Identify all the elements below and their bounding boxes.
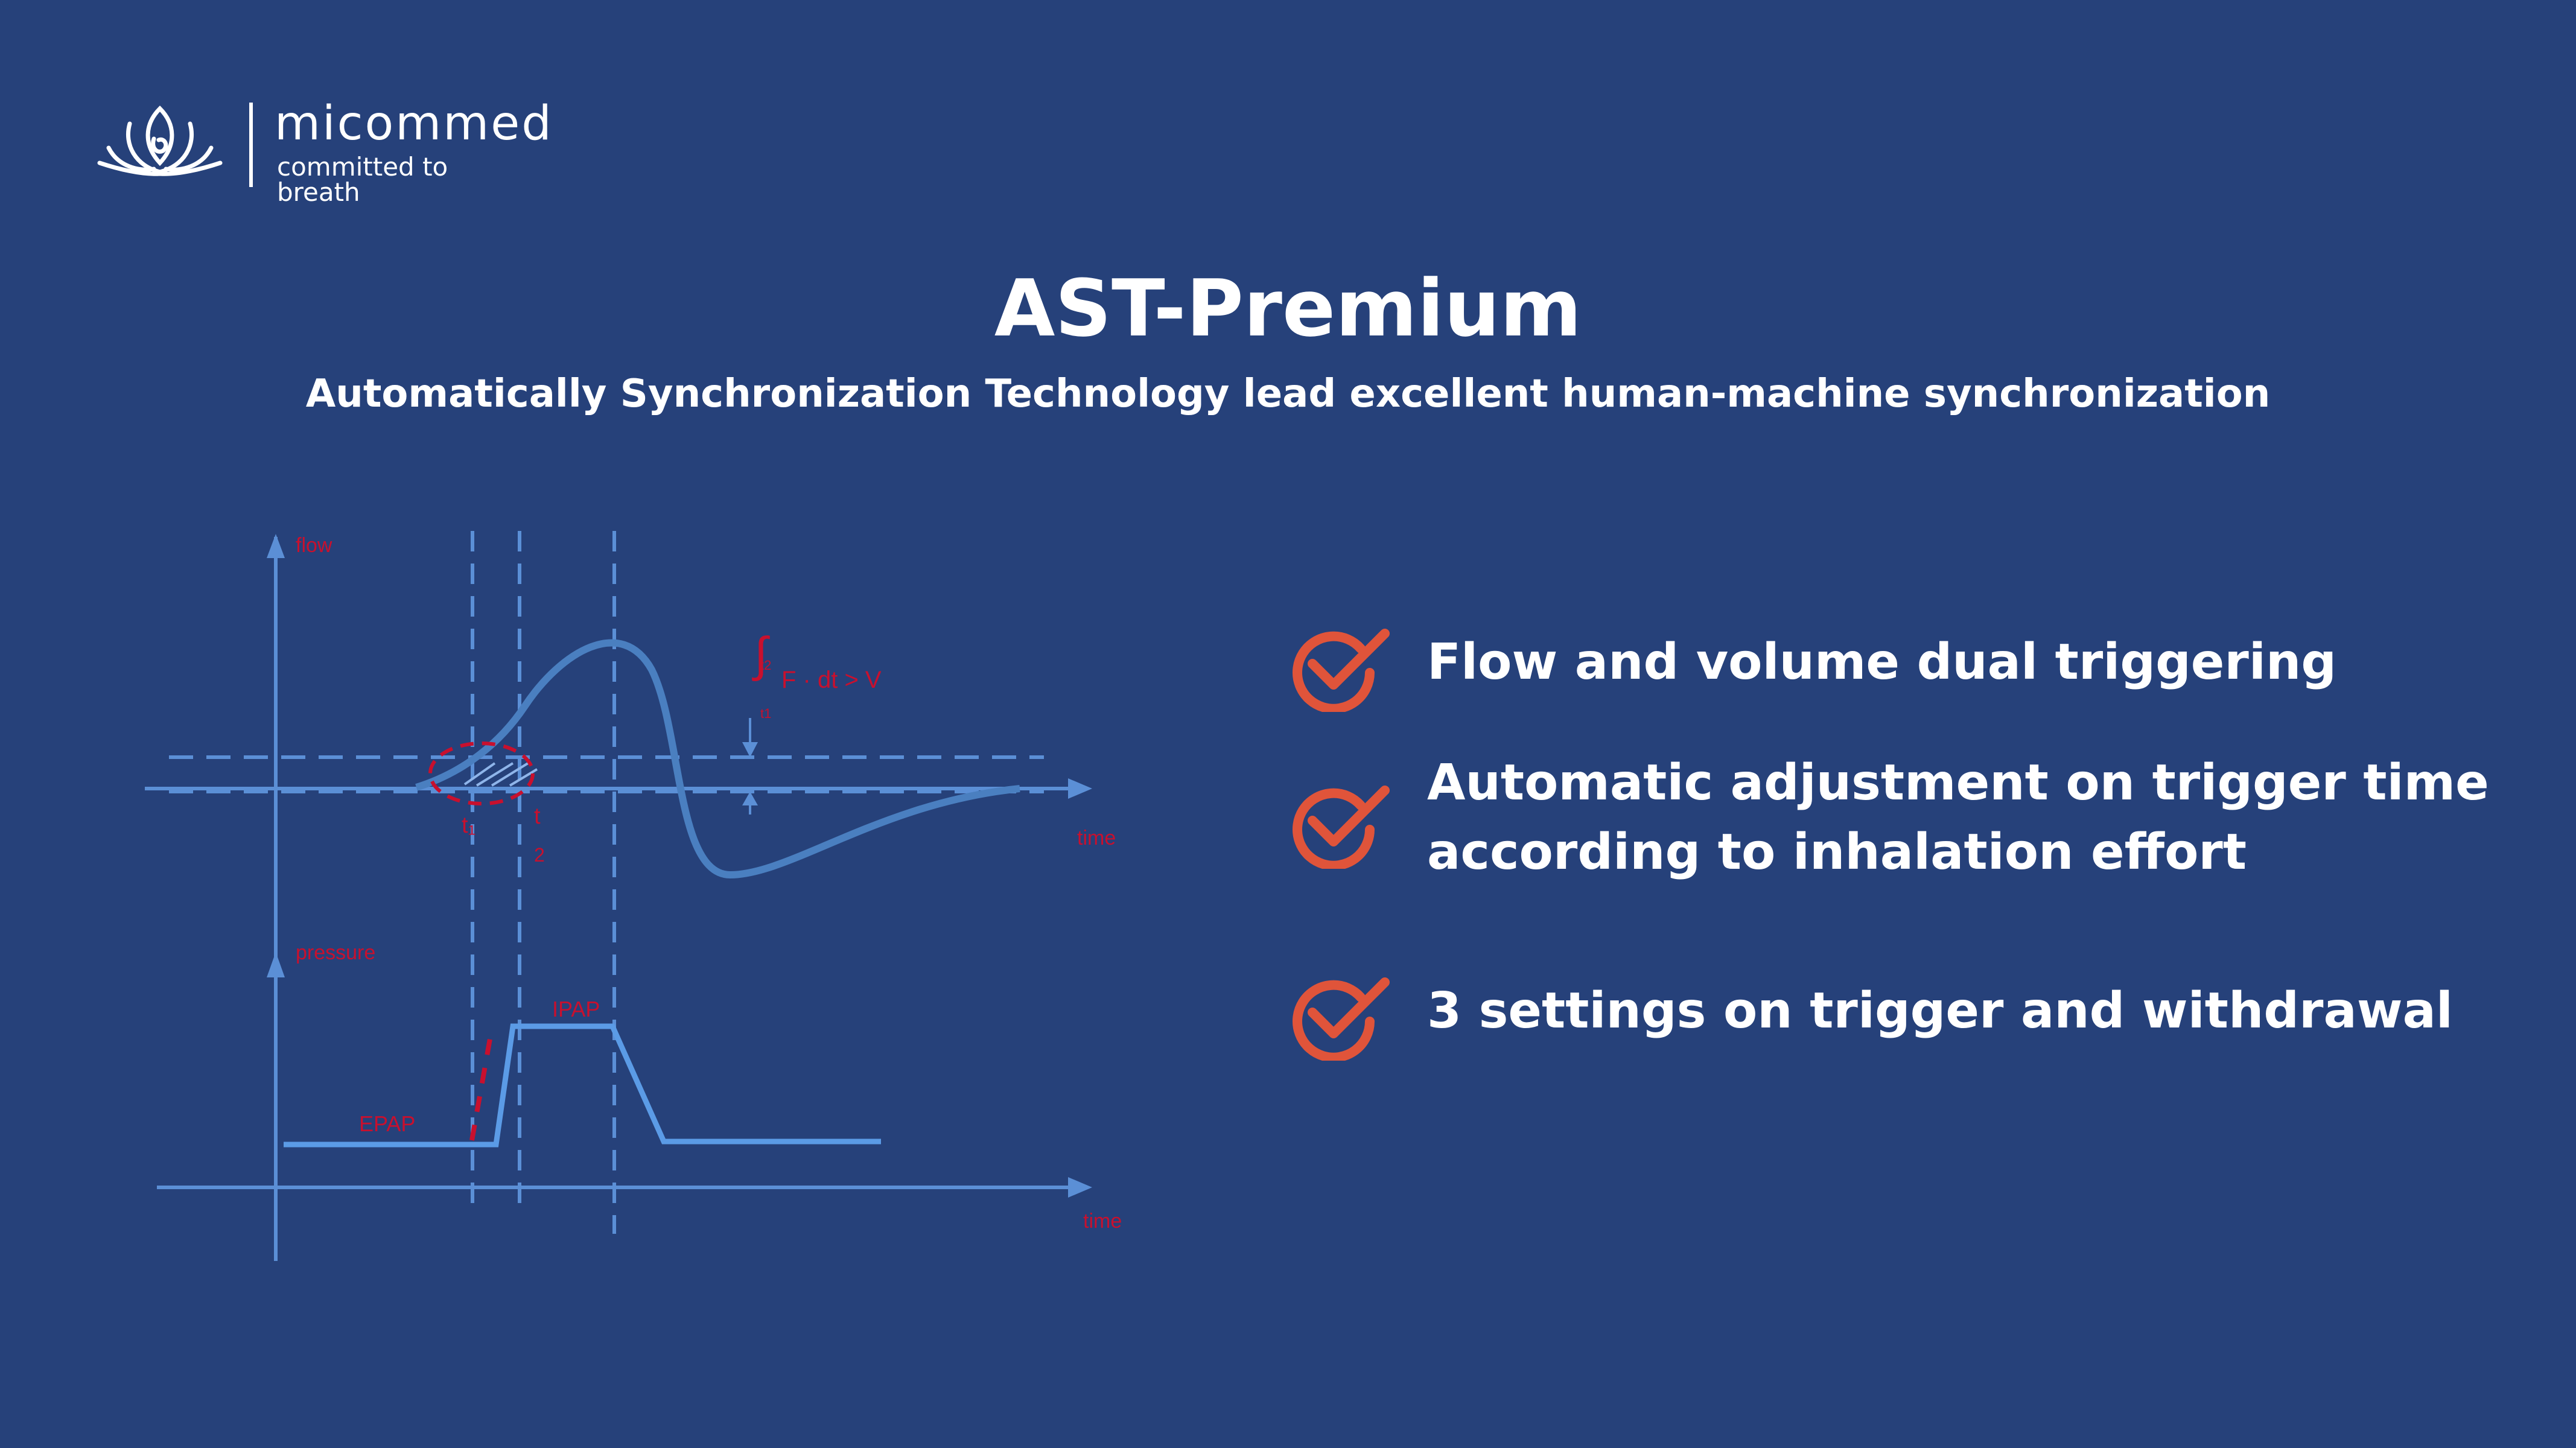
lotus-logo-icon [97,106,223,176]
pressure-x-arrow-icon [1068,1177,1092,1198]
check-circle-icon [1293,977,1390,1061]
up-arrow-icon [742,792,758,805]
t2-label: t [534,804,541,829]
page-subtitle: Automatically Synchronization Technology… [305,372,2271,416]
epap-label: EPAP [359,1111,415,1136]
flow-axis-label: flow [296,534,332,557]
check-circle-icon [1293,786,1390,869]
trigger-waveform-diagram: flow time t₁ t 2 F · dt > V t2 t1 pressu… [127,513,1153,1279]
waveform-svg: flow time t₁ t 2 F · dt > V t2 t1 pressu… [145,531,1122,1261]
integral-condition-label: F · dt > V [781,667,882,693]
check-circle-icon [1293,629,1390,712]
flow-axis-arrow-icon [267,534,285,558]
brand-tagline: committed to breath [277,152,448,207]
feature-text-line: according to inhalation effort [1427,824,2247,881]
integral-lower-limit: t1 [760,706,771,721]
hatched-area [463,762,538,787]
page-title: AST-Premium [994,262,1582,354]
feature-text: Automatic adjustment on trigger time acc… [1427,748,2513,887]
flow-curve [415,639,1020,879]
t2-subscript: 2 [534,844,545,866]
flow-x-arrow-icon [1068,778,1092,799]
time-label-top: time [1077,827,1116,849]
down-arrow-icon [742,742,758,757]
trigger-ellipse [428,741,535,805]
feature-text: 3 settings on trigger and withdrawal [1427,982,2454,1040]
feature-text: Flow and volume dual triggering [1427,634,2337,691]
trigger-rise-line [469,1028,494,1141]
integral-symbol: ∫ [751,627,770,681]
pressure-axis-label: pressure [296,941,375,964]
integral-upper-limit: t2 [760,658,771,673]
pressure-axis-arrow-icon [267,952,285,977]
time-label-bottom: time [1083,1210,1122,1233]
t1-label: t₁ [462,813,475,838]
brand-name: micommed [275,97,553,151]
ipap-label: IPAP [552,997,600,1021]
brand-logo: micommed committed to breath [87,97,552,205]
feature-text-line: Automatic adjustment on trigger time [1427,754,2489,811]
logo-divider [249,103,253,187]
pressure-curve [284,1023,881,1148]
